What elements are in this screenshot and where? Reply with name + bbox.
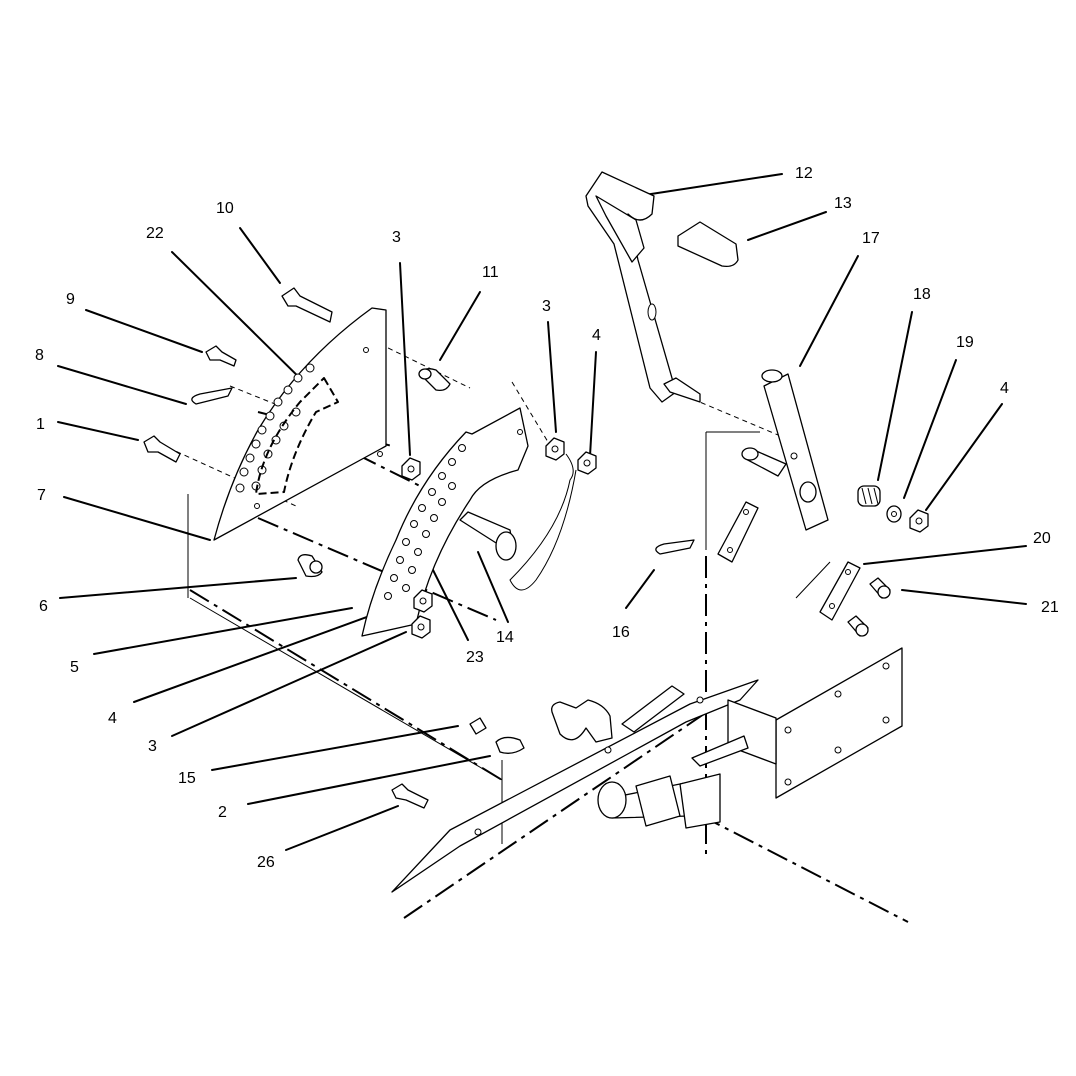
link-plates bbox=[655, 501, 891, 637]
callout-22: 22 bbox=[146, 225, 164, 242]
callout-8: 8 bbox=[35, 347, 44, 364]
left-sector-plate bbox=[213, 307, 387, 541]
dashed-slot-outline bbox=[255, 377, 339, 495]
callout-4-left: 4 bbox=[108, 710, 117, 727]
callout-19: 19 bbox=[956, 334, 974, 351]
callout-2: 2 bbox=[218, 804, 227, 821]
callout-13: 13 bbox=[834, 195, 852, 212]
callout-3-mid: 3 bbox=[542, 298, 551, 315]
callout-4-mid: 4 bbox=[592, 327, 601, 344]
link-arm-assembly bbox=[741, 369, 929, 533]
callout-5: 5 bbox=[70, 659, 79, 676]
leader-lines bbox=[57, 173, 1027, 851]
callout-3-left: 3 bbox=[148, 738, 157, 755]
callout-6: 6 bbox=[39, 598, 48, 615]
callout-labels: 10 22 3 11 9 8 1 7 6 5 4 3 15 2 26 23 14… bbox=[35, 165, 1059, 871]
callout-23: 23 bbox=[466, 649, 484, 666]
callout-12: 12 bbox=[795, 165, 813, 182]
callout-17: 17 bbox=[862, 230, 880, 247]
callout-4-right: 4 bbox=[1000, 380, 1009, 397]
callout-15: 15 bbox=[178, 770, 196, 787]
callout-10: 10 bbox=[216, 200, 234, 217]
callout-3-top: 3 bbox=[392, 229, 401, 246]
callout-21: 21 bbox=[1041, 599, 1059, 616]
main-frame-assembly bbox=[391, 647, 903, 893]
callout-7: 7 bbox=[37, 487, 46, 504]
callout-16: 16 bbox=[612, 624, 630, 641]
pedal-assembly bbox=[585, 171, 739, 403]
callout-1: 1 bbox=[36, 416, 45, 433]
callout-18: 18 bbox=[913, 286, 931, 303]
callout-20: 20 bbox=[1033, 530, 1051, 547]
callout-9: 9 bbox=[66, 291, 75, 308]
callout-26: 26 bbox=[257, 854, 275, 871]
right-sector-plate bbox=[361, 407, 529, 637]
hardware-left-cluster bbox=[143, 287, 597, 639]
callout-11: 11 bbox=[482, 264, 499, 281]
hardware-frame-cluster bbox=[391, 717, 525, 809]
callout-14: 14 bbox=[496, 629, 514, 646]
